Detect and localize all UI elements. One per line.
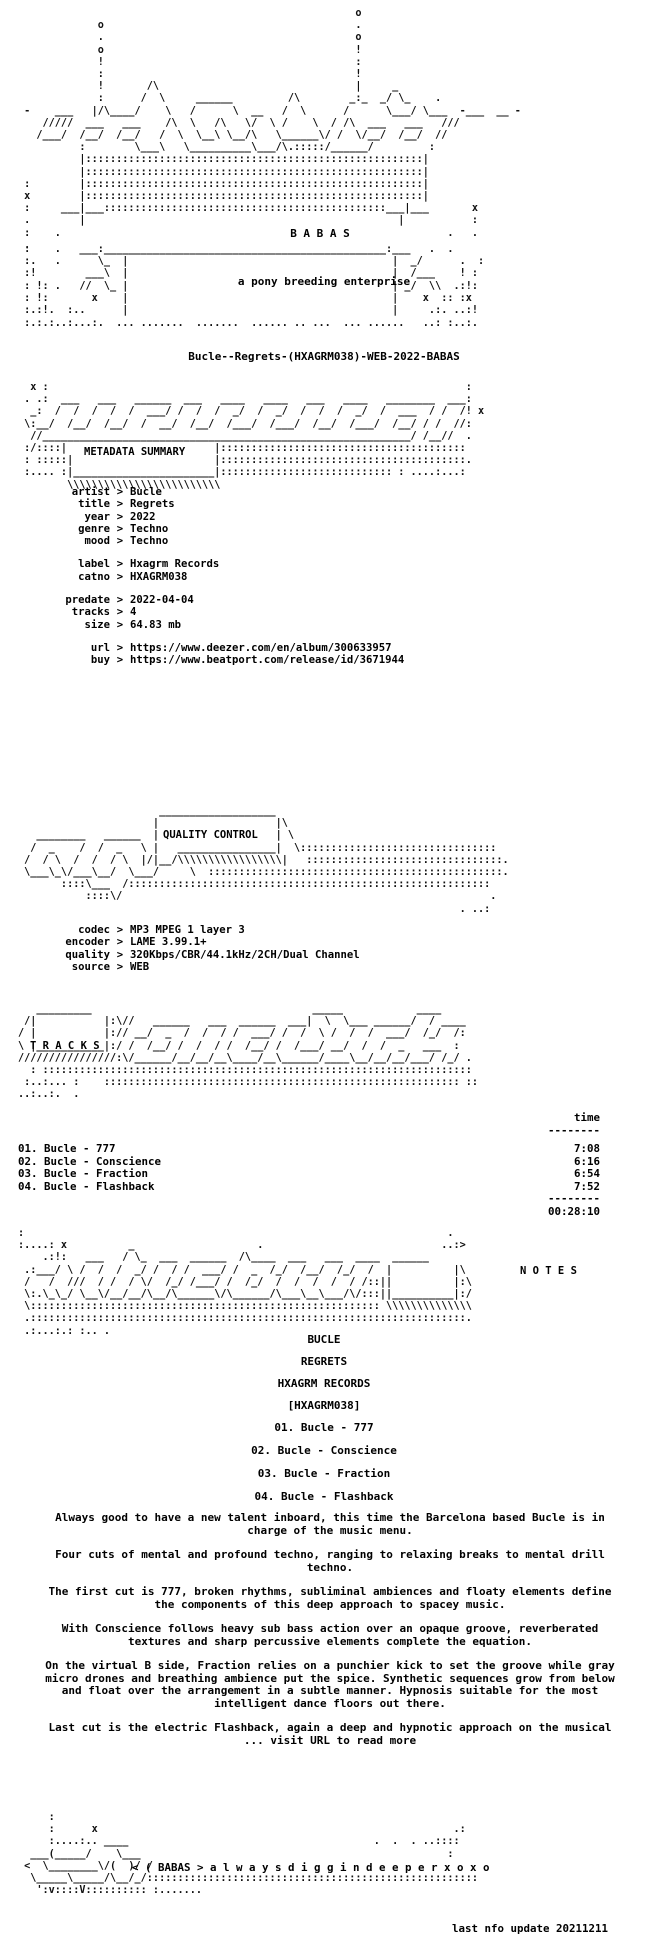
metadata-fields: artist>Bucle title>Regrets year>2022 gen…: [0, 486, 404, 667]
field-year: year>2022: [84, 510, 156, 523]
field-codec: codec>MP3 MPEG 1 layer 3: [78, 924, 245, 936]
notes-track-2: 02. Bucle - Conscience: [251, 1444, 397, 1457]
tracks-section-art: _________ _____ ____ /| |:\// ______ ___…: [18, 1004, 479, 1101]
notes-section-title: N O T E S: [520, 1265, 577, 1277]
tracks-section-title: T R A C K S: [30, 1040, 100, 1052]
field-genre: genre>Techno: [78, 522, 169, 535]
notes-paragraph: The first cut is 777, broken rhythms, su…: [48, 1585, 612, 1611]
header-ascii-frame: : . ___:________________________________…: [24, 244, 485, 317]
field-mood: mood>Techno: [84, 535, 169, 548]
field-predate: predate>2022-04-04: [65, 594, 194, 607]
quality-fields: codec>MP3 MPEG 1 layer 3 encoder>LAME 3.…: [0, 924, 360, 973]
notes-paragraph: With Conscience follows heavy sub bass a…: [61, 1622, 599, 1648]
field-source: source>WEB: [71, 960, 150, 973]
field-artist: artist>Bucle: [71, 486, 162, 498]
field-label: label>Hxagrm Records: [78, 558, 220, 571]
notes-section-art: : . :....: x _ . ..:> .:!: ___ / \_ ___ …: [18, 1228, 472, 1337]
field-size: size>64.83 mb: [84, 618, 182, 631]
metadata-section-art: x : : . .: ___ ___ ______ ___ ____ ____ …: [24, 382, 485, 491]
notes-body: Always good to have a new talent inboard…: [40, 1511, 620, 1759]
notes-track-1: 01. Bucle - 777: [274, 1421, 374, 1434]
brand-letters: B A B A S: [290, 227, 350, 240]
footer-motto: < ( BABAS > a l w a y s d i g g i n d e …: [132, 1861, 490, 1874]
header-bottom-rule: :.:.:..:...:. ... ....... ....... ......…: [18, 318, 479, 329]
field-catno: catno>HXAGRM038: [78, 570, 188, 583]
quality-section-title: QUALITY CONTROL: [163, 829, 258, 841]
field-quality: quality>320Kbps/CBR/44.1kHz/2CH/Dual Cha…: [65, 948, 360, 961]
notes-paragraph: Four cuts of mental and profound techno,…: [55, 1548, 605, 1574]
notes-paragraph: On the virtual B side, Fraction relies o…: [45, 1659, 615, 1710]
footer-ascii-art: : : x .: :....:.. ____ . . . ..:::: ___(…: [24, 1812, 479, 1897]
notes-headline-catno: [HXAGRM038]: [287, 1399, 361, 1412]
notes-paragraph: Last cut is the electric Flashback, agai…: [48, 1721, 612, 1747]
field-buy[interactable]: buy>https://www.beatport.com/release/id/…: [90, 654, 405, 667]
notes-track-3: 03. Bucle - Fraction: [257, 1467, 391, 1480]
field-encoder: encoder>LAME 3.99.1+: [65, 936, 207, 949]
field-title: title>Regrets: [78, 498, 175, 511]
metadata-section-title: METADATA SUMMARY: [84, 446, 186, 458]
nfo-update-date: last nfo update 20211211: [451, 1922, 608, 1935]
tagline: a pony breeding enterprise: [237, 275, 411, 288]
notes-paragraph: Always good to have a new talent inboard…: [55, 1511, 605, 1537]
total-time: 00:28:10: [547, 1204, 600, 1218]
field-url[interactable]: url>https://www.deezer.com/en/album/3006…: [90, 641, 392, 654]
field-tracks: tracks>4: [71, 606, 137, 619]
notes-headline-label: HXAGRM RECORDS: [277, 1377, 371, 1390]
notes-headline-artist: BUCLE: [307, 1333, 341, 1346]
quality-section-art: ___________________ | |\ ________ ______…: [24, 806, 509, 915]
time-rule: --------: [547, 1123, 600, 1137]
notes-headline-title: REGRETS: [300, 1355, 348, 1368]
notes-track-4: 04. Bucle - Flashback: [254, 1490, 394, 1503]
time-header: time: [573, 1111, 600, 1124]
header-ascii-art: o o . . o o ! !: [24, 8, 521, 251]
release-name: Bucle--Regrets-(HXAGRM038)-WEB-2022-BABA…: [188, 350, 460, 363]
